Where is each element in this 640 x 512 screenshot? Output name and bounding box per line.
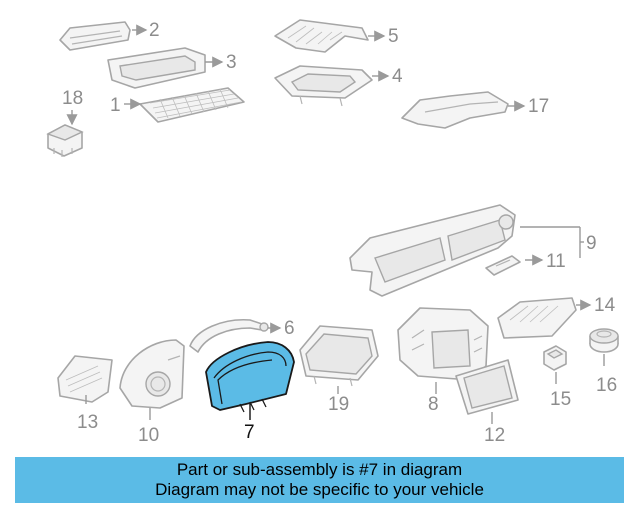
part-2[interactable] <box>59 21 131 51</box>
part-15[interactable] <box>543 345 567 371</box>
callout-1: 1 <box>110 95 121 116</box>
callout-2: 2 <box>149 20 160 41</box>
part-7-highlighted[interactable] <box>205 341 295 413</box>
part-5[interactable] <box>274 19 369 53</box>
part-6[interactable] <box>189 319 269 353</box>
callout-3: 3 <box>226 52 237 73</box>
callout-15: 15 <box>550 389 571 410</box>
part-19[interactable] <box>299 325 379 387</box>
info-banner: Part or sub-assembly is #7 in diagram Di… <box>15 457 624 503</box>
callout-11: 11 <box>546 251 566 272</box>
callout-12: 12 <box>484 425 505 446</box>
callout-5: 5 <box>388 26 399 47</box>
callout-10: 10 <box>138 425 159 446</box>
part-12[interactable] <box>455 359 519 415</box>
part-14[interactable] <box>497 297 577 339</box>
part-17[interactable] <box>401 91 509 129</box>
part-1[interactable] <box>139 87 245 123</box>
part-9[interactable] <box>349 204 516 297</box>
callout-4: 4 <box>392 66 403 87</box>
part-8[interactable] <box>397 307 489 381</box>
part-4[interactable] <box>274 65 373 107</box>
callout-7: 7 <box>244 422 255 443</box>
part-10[interactable] <box>119 339 185 409</box>
callout-17: 17 <box>528 96 549 117</box>
callout-13: 13 <box>77 412 98 433</box>
callout-19: 19 <box>328 394 349 415</box>
part-13[interactable] <box>57 355 113 403</box>
part-18[interactable] <box>46 124 84 157</box>
part-3[interactable] <box>107 47 206 89</box>
banner-line-2: Diagram may not be specific to your vehi… <box>155 480 484 499</box>
banner-line-1: Part or sub-assembly is #7 in diagram <box>176 460 463 479</box>
callout-6: 6 <box>284 318 295 339</box>
callout-8: 8 <box>428 394 439 415</box>
callout-16: 16 <box>596 375 617 396</box>
callout-9: 9 <box>586 233 597 254</box>
callout-18: 18 <box>62 88 83 109</box>
part-16[interactable] <box>589 328 619 353</box>
part-11[interactable] <box>485 255 521 276</box>
callout-14: 14 <box>594 295 616 316</box>
